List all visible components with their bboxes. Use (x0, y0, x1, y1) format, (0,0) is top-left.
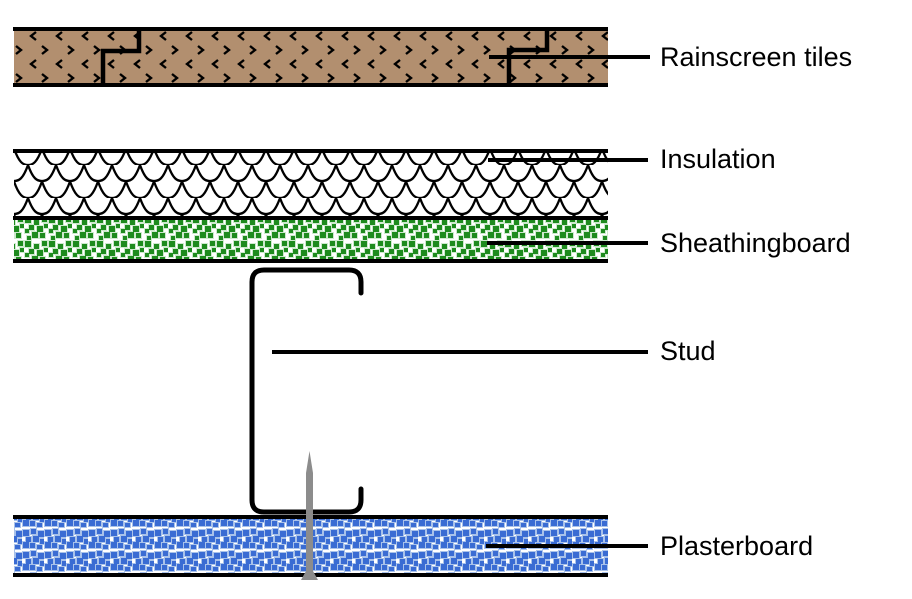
tile-joint-right (506, 28, 550, 86)
callout-insulation: Insulation (488, 144, 776, 174)
callout-rainscreen: Rainscreen tiles (489, 42, 852, 72)
rainscreen-top-border (13, 27, 608, 31)
stud-channel (249, 267, 364, 515)
insulation-fill (14, 153, 608, 216)
screw-fastener (301, 451, 318, 580)
plasterboard-label: Plasterboard (660, 531, 813, 561)
insulation-band (13, 149, 608, 220)
callout-plasterboard: Plasterboard (486, 531, 813, 561)
stud-label: Stud (660, 336, 716, 366)
callout-stud: Stud (272, 336, 716, 366)
insulation-top-border (13, 149, 608, 153)
rainscreen-bottom-border (13, 83, 608, 87)
sheathingboard-label: Sheathingboard (660, 228, 851, 258)
insulation-label: Insulation (660, 144, 776, 174)
callout-sheathingboard: Sheathingboard (487, 228, 851, 258)
sheathingboard-bottom-border (13, 259, 608, 263)
tile-joint-left (100, 28, 142, 86)
sheathingboard-fill (14, 220, 608, 259)
insulation-bottom-border (13, 216, 608, 220)
rainscreen-label: Rainscreen tiles (660, 42, 852, 72)
sheathingboard-band (13, 220, 608, 263)
